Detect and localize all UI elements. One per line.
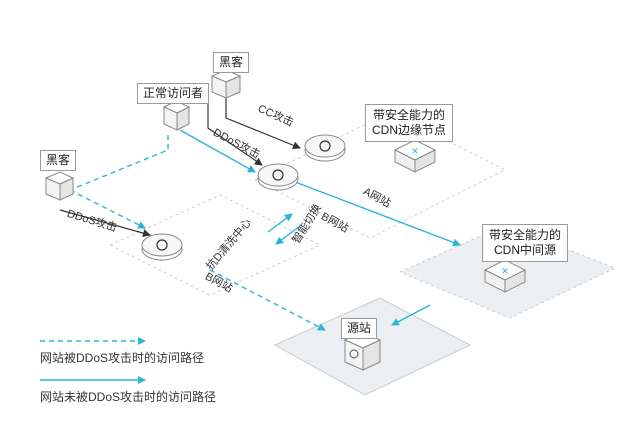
cdn-edge-box: ✕ — [393, 139, 437, 173]
line-origin-cdn-to-site — [391, 304, 431, 326]
line-ddos-left — [59, 209, 151, 237]
connections — [59, 92, 461, 331]
line-switch-down — [275, 225, 301, 245]
line-edge-to-origin-cdn — [289, 179, 461, 247]
legend-normal-path: 网站未被DDoS攻击时的访问路径 — [40, 390, 217, 404]
server-scrubbing — [141, 233, 183, 261]
server-a — [304, 134, 346, 162]
line-normal-visitor — [179, 129, 256, 173]
cdn-edge-icon: ✕ — [411, 146, 419, 156]
line-switch-up — [267, 213, 293, 233]
platform-scrubbing — [108, 194, 322, 296]
line-visitor-to-scrubbing — [69, 135, 169, 191]
hacker-top-device — [210, 69, 242, 99]
globe-icon — [349, 349, 359, 359]
cdn-edge-label: 带安全能力的 CDN边缘节点 — [365, 104, 453, 142]
server-b — [257, 163, 299, 191]
cdn-origin-icon: ✕ — [501, 266, 509, 276]
line-scrubbing-to-origin — [209, 269, 326, 331]
hacker-left-device — [44, 171, 75, 201]
cdn-edge-label-line2: CDN边缘节点 — [372, 123, 446, 137]
normal-visitor-label: 正常访问者 — [137, 83, 210, 104]
normal-visitor-device — [162, 100, 191, 131]
legend-attacked-path: 网站被DDoS攻击时的访问路径 — [40, 351, 205, 365]
line-ddos-top — [207, 92, 263, 166]
cdn-origin-label-line2: CDN中间源 — [494, 243, 556, 257]
cdn-origin-label: 带安全能力的 CDN中间源 — [482, 224, 569, 262]
cdn-edge-label-line1: 带安全能力的 — [372, 108, 445, 122]
cdn-origin-box: ✕ — [483, 259, 527, 293]
hacker-top-label: 黑客 — [213, 52, 250, 73]
origin-site-label: 源站 — [341, 318, 378, 339]
platform-cdn-edge — [253, 111, 507, 239]
hacker-left-label: 黑客 — [40, 150, 77, 171]
cdn-origin-label-line1: 带安全能力的 — [489, 228, 562, 242]
line-cc-attack — [225, 92, 301, 150]
